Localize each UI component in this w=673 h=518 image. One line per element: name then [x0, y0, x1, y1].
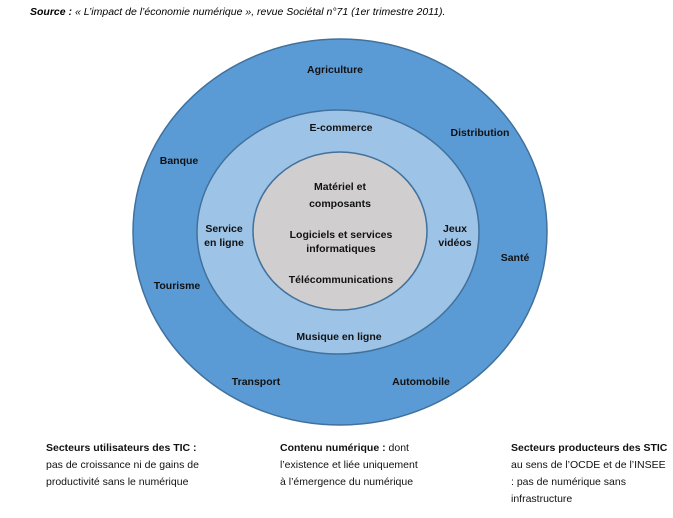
label-distribution: Distribution [450, 127, 510, 139]
label-automobile: Automobile [392, 376, 450, 388]
caption-text: pas de croissance ni de gains de product… [46, 459, 199, 488]
caption-title: Secteurs utilisateurs des TIC : [46, 442, 197, 454]
source-note: Source : « L’impact de l’économie numéri… [30, 6, 445, 18]
caption-title: Secteurs producteurs des STIC [511, 442, 668, 454]
label-agriculture: Agriculture [306, 64, 364, 76]
caption-producteurs: Secteurs producteurs des STIC au sens de… [511, 440, 671, 508]
caption-utilisateurs: Secteurs utilisateurs des TIC : pas de cr… [46, 440, 206, 491]
label-service-en-ligne: Service en ligne [204, 223, 244, 249]
label-banque: Banque [159, 155, 199, 167]
inner-circle [252, 151, 428, 311]
caption-text: au sens de l’OCDE et de l’INSEE : pas de… [511, 459, 666, 505]
caption-text: dont l’existence et liée uniquement à l’… [280, 442, 418, 488]
label-transport: Transport [231, 376, 281, 388]
source-label: Source : [30, 6, 73, 18]
label-sante: Santé [500, 252, 530, 264]
label-e-commerce: E-commerce [309, 122, 373, 134]
caption-title: Contenu numérique : [280, 442, 386, 454]
label-musique-en-ligne: Musique en ligne [296, 331, 382, 343]
source-text: « L’impact de l’économie numérique », re… [74, 6, 446, 18]
label-materiel: Matériel et composants [309, 181, 371, 210]
label-tourisme: Tourisme [153, 280, 201, 292]
label-jeux-videos: Jeux vidéos [438, 223, 472, 249]
caption-contenu: Contenu numérique : dont l’existence et … [280, 440, 425, 491]
label-logiciels: Logiciels et services informatiques [289, 229, 393, 255]
label-telecommunications: Télécommunications [288, 274, 394, 286]
